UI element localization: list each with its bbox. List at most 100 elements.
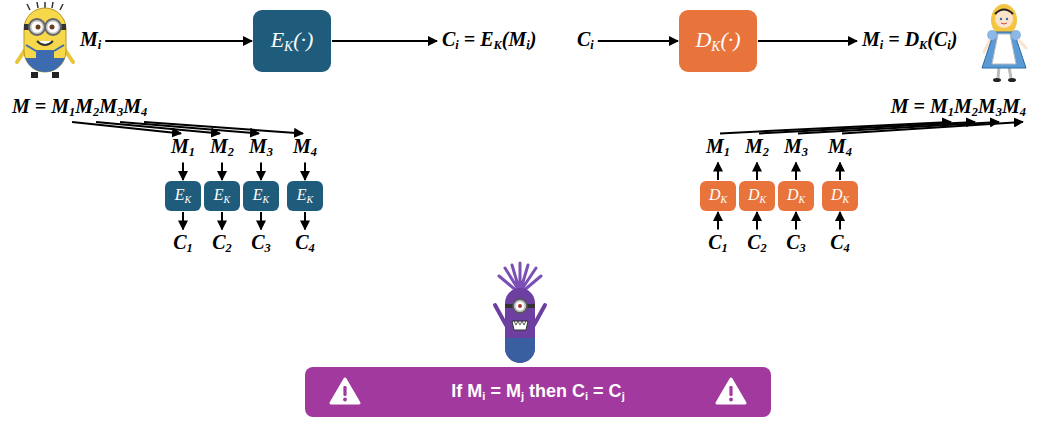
text-run: C [442, 28, 455, 50]
figure-part [505, 348, 535, 363]
encryption-block: EK [287, 181, 323, 211]
text-run: K [185, 194, 192, 205]
text-run: M = M [12, 95, 69, 117]
alice-figure [982, 4, 1026, 82]
text-run: M [745, 135, 763, 157]
text-run: K [919, 39, 927, 53]
text-run: If M [451, 381, 482, 401]
arrow [598, 40, 678, 42]
text-run: 4 [1020, 106, 1026, 120]
text-run: (·) [720, 27, 740, 52]
warning-mark [729, 398, 733, 402]
figure-part [992, 34, 1016, 64]
text-run: K [759, 194, 766, 205]
text-run: M [784, 135, 802, 157]
text-run: 1 [948, 106, 954, 120]
arrow [332, 40, 437, 42]
text-run: K [307, 194, 314, 205]
text-run: C [577, 28, 590, 50]
encryption-block: EK [204, 181, 240, 211]
figure-part [25, 58, 65, 72]
block-label: M3 [784, 135, 808, 160]
box-text: If Mi = Mj then Ci = Cj [451, 382, 624, 402]
text-run: (C [927, 28, 947, 50]
text-run: M [1002, 95, 1020, 117]
box-text: DK [831, 186, 849, 206]
text-run: M [210, 135, 228, 157]
text-run: = E [459, 28, 494, 50]
arrow [795, 212, 797, 229]
text-run: M = M [891, 95, 948, 117]
cipher-block-label: C1 [708, 231, 728, 256]
arrow [839, 212, 841, 229]
figure-part [1009, 67, 1011, 78]
text-run: M [293, 135, 311, 157]
figure-part [29, 19, 45, 35]
box-text: DK(·) [695, 28, 740, 54]
text-run: K [720, 194, 727, 205]
figure-part [36, 50, 54, 60]
block-label: M3 [249, 135, 273, 160]
encryption-block: EK [243, 181, 279, 211]
text-run: K [263, 194, 270, 205]
text-run: ) [530, 28, 537, 50]
box-text: EK(·) [271, 28, 314, 54]
text-run: 2 [228, 146, 234, 160]
text-run: E [271, 27, 284, 52]
text-run: 4 [311, 146, 317, 160]
ciphertext-symbol: Ci [577, 28, 594, 53]
text-run: M [706, 135, 724, 157]
arrow [758, 40, 857, 42]
figure-part [50, 25, 55, 30]
arrow [221, 163, 223, 180]
text-run: 3 [117, 106, 123, 120]
ciphertext-formula: Ci = EK(Mi) [442, 28, 536, 53]
text-run: i [455, 39, 458, 53]
figure-part [995, 10, 1013, 15]
arrow [120, 122, 259, 134]
text-run: 1 [722, 242, 728, 256]
encryption-block: EK [165, 181, 201, 211]
arrow [182, 212, 184, 229]
arrow [842, 122, 1023, 134]
arrow [260, 163, 262, 180]
text-run: D [709, 186, 721, 203]
arrow [105, 40, 252, 42]
text-run: K [798, 194, 805, 205]
text-run: M [249, 135, 267, 157]
text-run: 1 [187, 242, 193, 256]
arrow [717, 212, 719, 229]
text-run: i [482, 390, 485, 402]
text-run: M [123, 95, 141, 117]
plaintext-formula: Mi = DK(Ci) [862, 28, 957, 53]
cipher-block-label: C2 [212, 231, 232, 256]
cipher-block-label: C3 [251, 231, 271, 256]
text-run: 2 [972, 106, 978, 120]
text-run: E [253, 186, 263, 203]
warning-triangle [717, 379, 745, 403]
figure-part [998, 67, 999, 78]
text-run: E [214, 186, 224, 203]
figure-part [995, 10, 1013, 28]
block-label: M4 [293, 135, 317, 160]
text-run: i [590, 39, 593, 53]
text-run: 2 [761, 242, 767, 256]
figure-part [36, 25, 41, 30]
text-run: C [830, 231, 843, 253]
text-run: M [978, 95, 996, 117]
box-text: DK [787, 186, 805, 206]
text-run: 3 [267, 146, 273, 160]
warning-triangle [331, 379, 359, 403]
figure-part [52, 72, 59, 78]
encryption-box: EK(·) [253, 10, 331, 72]
minion-figure [17, 2, 73, 78]
figure-part [1008, 78, 1016, 82]
text-run: D [831, 186, 843, 203]
text-run: E [297, 186, 307, 203]
warning-mark [343, 398, 347, 402]
text-run: M [171, 135, 189, 157]
text-run: then C [524, 381, 585, 401]
arrow [756, 212, 758, 229]
arrow [798, 122, 999, 134]
